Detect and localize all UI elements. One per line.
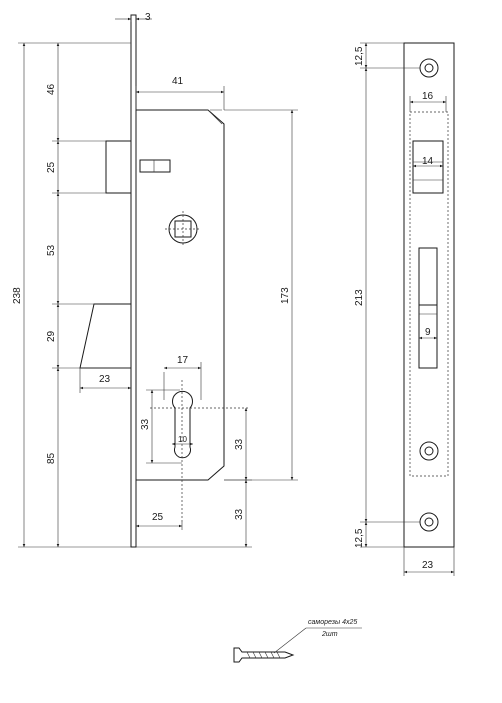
dim-top-offset: 46 (46, 83, 57, 95)
dim-bottom-offset: 85 (46, 452, 57, 464)
dim-total-height: 238 (12, 287, 23, 304)
dim-cylinder-height: 33 (140, 418, 151, 430)
dim-plate-width: 23 (422, 560, 434, 571)
front-view: 12,5 213 12,5 16 14 9 23 (354, 42, 455, 576)
cylinder-cutout (172, 390, 193, 459)
dim-latch-width: 14 (422, 156, 434, 167)
dim-case-depth: 41 (172, 76, 184, 87)
dim-cylinder-width: 17 (177, 355, 189, 366)
screw-note-line2: 2шт (321, 631, 338, 638)
deadbolt-slot (418, 247, 438, 369)
dim-deadbolt-height: 29 (46, 330, 57, 342)
deadbolt (79, 303, 131, 369)
dim-deadbolt-throw: 23 (99, 374, 111, 385)
dim-screw-offset-bottom: 12,5 (354, 528, 365, 548)
dim-backset: 25 (152, 512, 164, 523)
screw-hole-mid (419, 441, 439, 461)
screw-note-line1: саморезы 4х25 (308, 619, 357, 626)
dim-cylinder-slot: 10 (178, 435, 187, 444)
latch-window (412, 140, 444, 194)
case-outline (409, 111, 449, 477)
dim-latch-window-width: 16 (422, 91, 434, 102)
dim-deadbolt-width: 9 (425, 327, 431, 338)
dim-screw-spacing: 213 (354, 289, 365, 306)
dim-thickness: 3 (145, 12, 151, 23)
dim-screw-offset-top: 12,5 (354, 46, 365, 66)
screw-hole-bottom (419, 512, 439, 532)
side-view: 3 41 46 25 53 29 85 238 23 173 (12, 12, 298, 548)
dim-latch-to-deadbolt: 53 (46, 244, 57, 256)
dim-case-height: 173 (280, 287, 291, 304)
screw-illustration: саморезы 4х25 2шт (233, 619, 362, 663)
screw-icon (233, 647, 295, 663)
dim-cylinder-to-bottom: 33 (234, 508, 245, 520)
faceplate (130, 14, 137, 548)
front-plate (403, 42, 455, 548)
dim-latch-height: 25 (46, 161, 57, 173)
latch-bolt (105, 140, 132, 194)
lock-case (136, 109, 225, 481)
screw-hole-top (419, 58, 439, 78)
dim-handle-to-cylinder: 33 (234, 438, 245, 450)
